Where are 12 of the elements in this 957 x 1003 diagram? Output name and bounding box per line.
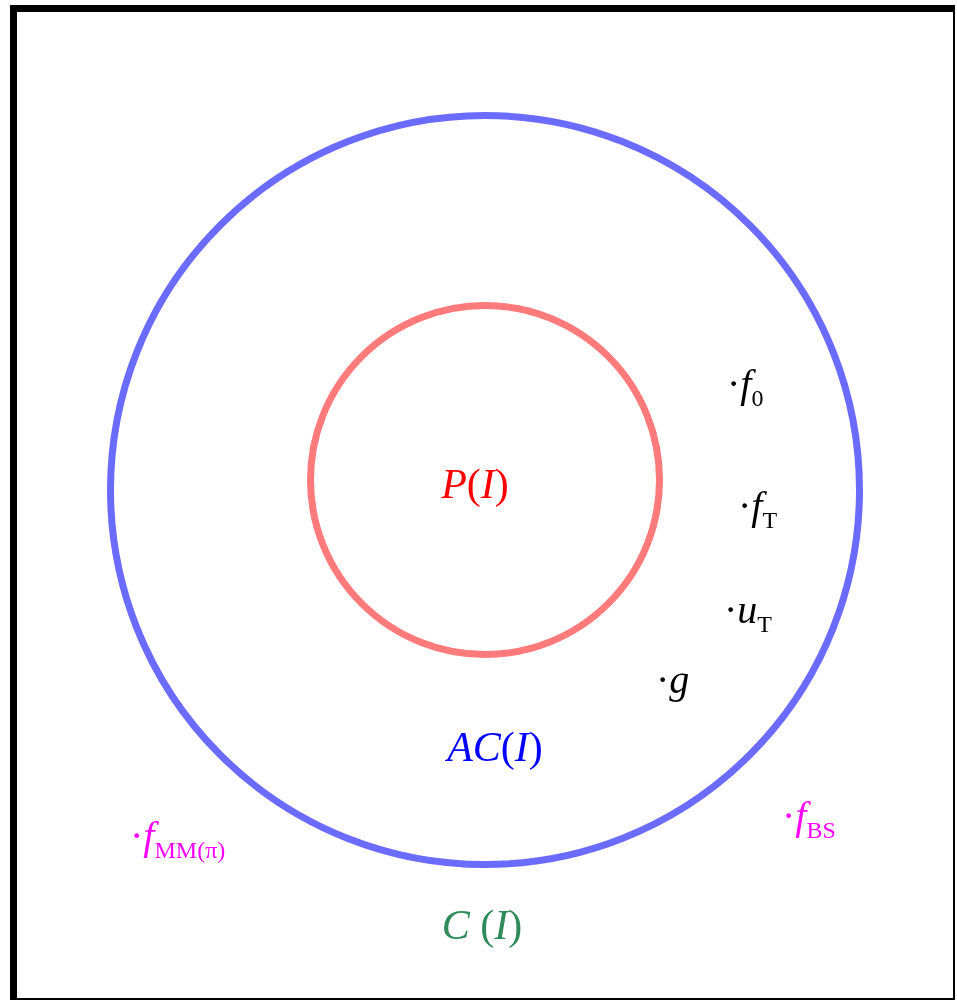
set-circle <box>107 112 863 868</box>
element-label: ·g <box>656 658 690 702</box>
element-label: ·f$_{T}$ <box>738 484 778 534</box>
set-circle <box>307 302 663 658</box>
set-label: AC(I) <box>447 723 543 771</box>
set-frame <box>10 5 955 1000</box>
element-label: ·f$_{MM(π)}$ <box>130 814 226 864</box>
set-label: P(I) <box>441 460 509 508</box>
element-label: ·f$_{BS}$ <box>782 794 836 844</box>
element-label: ·u$_{T}$ <box>724 588 772 638</box>
element-label: ·f$_{0}$ <box>727 362 764 412</box>
set-label: C (I) <box>441 901 523 949</box>
